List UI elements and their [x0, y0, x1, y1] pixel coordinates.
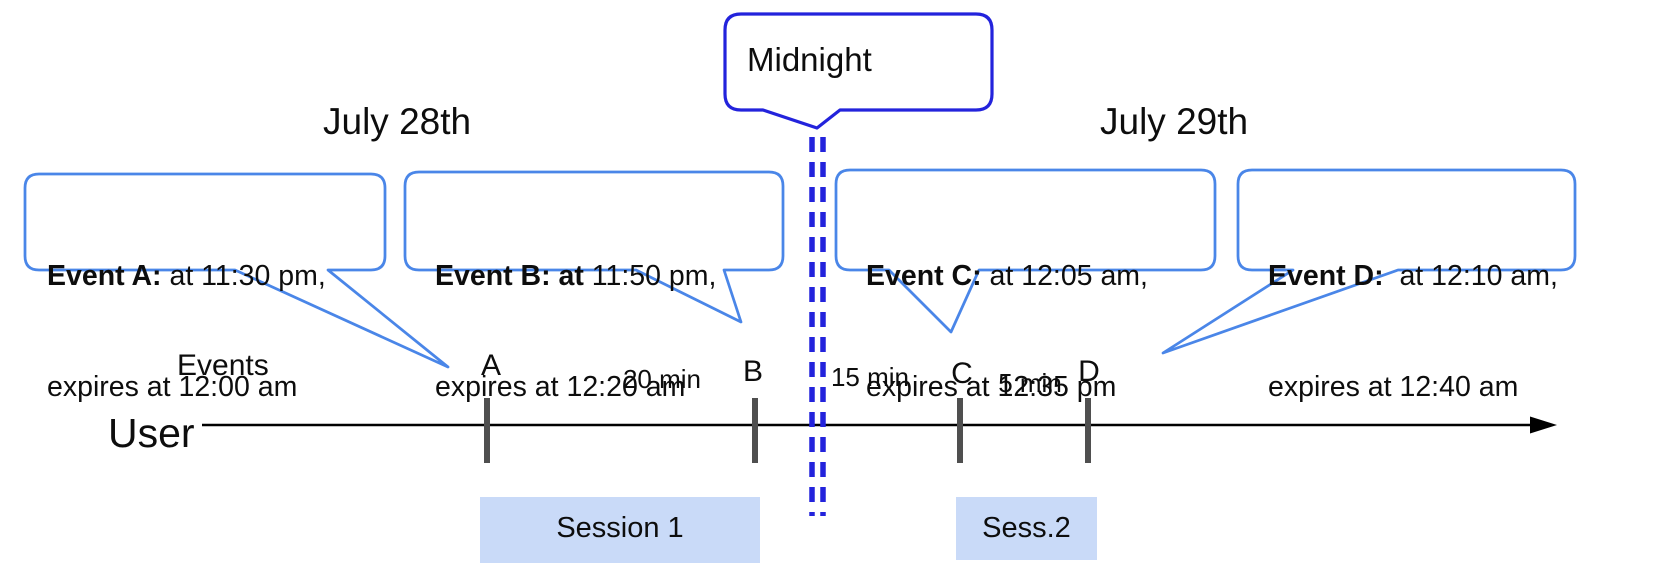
tick-label-d: D: [1078, 355, 1100, 388]
event-a-time: at 11:30 pm,: [161, 260, 326, 292]
interval-label-15min: 15 min: [830, 362, 910, 392]
tick-event-a: [484, 398, 490, 463]
tick-event-b: [752, 398, 758, 463]
event-c-title: Event C:: [866, 260, 982, 292]
interval-label-20min: 20 min: [622, 364, 702, 394]
event-a-line1: Event A: at 11:30 pm,: [47, 258, 326, 295]
day-label-july-29: July 29th: [1100, 101, 1249, 142]
tick-label-a: A: [480, 349, 501, 382]
tick-event-c: [957, 398, 963, 463]
event-d-line2: expires at 12:40 am: [1268, 371, 1519, 403]
event-a-callout-bubble: [23, 172, 450, 369]
tick-label-c: C: [951, 357, 973, 390]
event-b-line1: Event B: at 11:50 pm,: [435, 258, 716, 295]
tick-label-b: B: [742, 355, 763, 388]
session-2-label: Sess.2: [982, 512, 1071, 544]
event-c-line2: expires at 12:35 pm: [866, 371, 1117, 403]
event-a-title: Event A:: [47, 260, 162, 292]
session-2-box: [956, 497, 1097, 560]
day-label-july-28: July 28th: [323, 101, 472, 142]
event-d-callout-bubble: [1161, 168, 1577, 355]
event-c-callout-bubble: [834, 168, 1217, 334]
midnight-callout-bubble: [723, 12, 994, 130]
event-b-line2: expires at 12:20 am: [435, 371, 686, 403]
event-d-title: Event D:: [1268, 260, 1384, 292]
event-c-line1: Event C: at 12:05 am,: [866, 258, 1148, 295]
session-1-label: Session 1: [556, 512, 684, 544]
event-d-callout-text: Event D: at 12:10 am, expires at 12:40 a…: [1268, 184, 1558, 480]
events-row-label: Events: [177, 349, 269, 382]
interval-label-5min: 5 min: [998, 368, 1062, 398]
event-b-callout-bubble: [403, 170, 785, 324]
midnight-callout-label: Midnight: [747, 41, 872, 78]
event-c-time: at 12:05 am,: [981, 260, 1148, 292]
session-1-box: [480, 497, 760, 563]
event-d-line1: Event D: at 12:10 am,: [1268, 258, 1558, 295]
event-b-title: Event B: at: [435, 260, 584, 292]
timeline-arrowhead-icon: [1530, 416, 1557, 434]
event-a-callout-text: Event A: at 11:30 pm, expires at 12:00 a…: [47, 184, 326, 480]
tick-event-d: [1085, 398, 1091, 463]
event-a-line2: expires at 12:00 am: [47, 371, 298, 403]
event-c-callout-text: Event C: at 12:05 am, expires at 12:35 p…: [866, 184, 1148, 480]
event-b-callout-text: Event B: at 11:50 pm, expires at 12:20 a…: [435, 184, 716, 480]
event-d-time: at 12:10 am,: [1383, 260, 1558, 292]
user-row-label: User: [108, 410, 195, 456]
event-b-time: 11:50 pm,: [583, 260, 717, 292]
